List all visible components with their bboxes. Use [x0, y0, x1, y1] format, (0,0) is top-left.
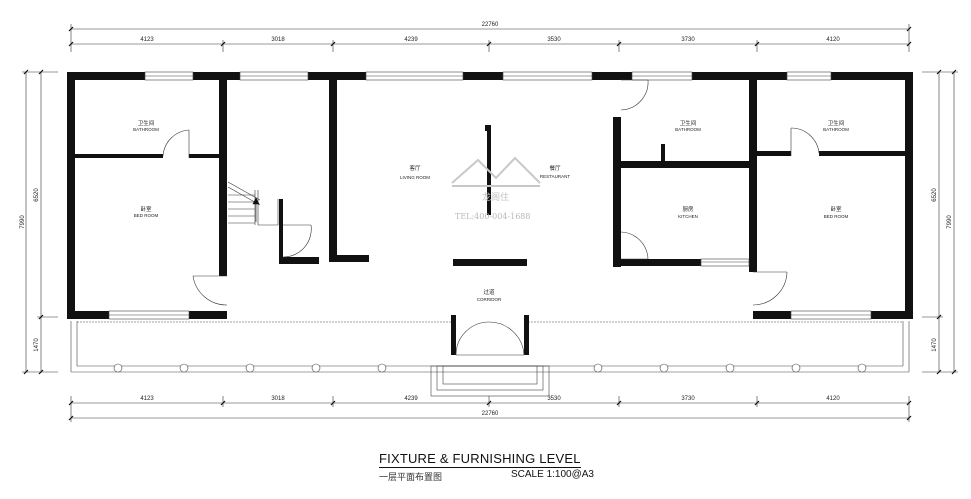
bottom-dimension-5: 3730 [681, 396, 695, 402]
top-dimension-6: 4120 [826, 37, 840, 43]
left-dimension-ticks [23, 69, 44, 375]
room-label-restaurant-en: RESTAURANT [540, 174, 570, 179]
bottom-dimension-ticks [68, 400, 912, 421]
room-label-bedroom-left: 卧室 [140, 205, 152, 213]
bottom-dimension-6: 4120 [826, 396, 840, 402]
interior-walls [75, 72, 905, 355]
right-dimension-lines [922, 71, 958, 373]
drawing-scale: SCALE 1:100@A3 [511, 469, 594, 480]
left-lower-dimension: 1470 [34, 338, 40, 352]
room-label-living-room: 客厅 [409, 164, 421, 172]
drawing-subtitle: 一层平面布置图 [379, 473, 443, 483]
room-label-bathroom-right: 卫生间 [828, 119, 845, 127]
doors [162, 79, 820, 356]
room-label-bedroom-left-en: BED ROOM [134, 213, 159, 218]
right-dimension-ticks [936, 69, 957, 375]
bottom-dimension-1: 4123 [140, 396, 154, 402]
room-label-bathroom-mid: 卫生间 [680, 119, 697, 127]
right-overall-dimension: 7990 [947, 215, 953, 229]
top-overall-dimension: 22760 [482, 22, 499, 28]
stair-arrow-icon [252, 197, 260, 222]
room-label-corridor: 过道 [483, 288, 495, 296]
room-label-restaurant: 餐厅 [549, 164, 561, 172]
bottom-dimension-lines [70, 396, 910, 422]
left-overall-dimension: 7990 [20, 215, 26, 229]
left-dimension-lines [22, 71, 58, 373]
left-upper-dimension: 6520 [34, 188, 40, 202]
bottom-dimension-2: 3018 [271, 396, 285, 402]
bottom-dimension-4: 3530 [547, 396, 561, 402]
top-dimension-ticks [68, 26, 912, 47]
watermark-house-icon [451, 156, 541, 187]
top-dimension-3: 4239 [404, 37, 418, 43]
room-label-bathroom-right-en: BATHROOM [823, 127, 849, 132]
top-dimension-lines [70, 24, 910, 52]
top-dimension-2: 3018 [271, 37, 285, 43]
room-label-bathroom-left-en: BATHROOM [133, 127, 159, 132]
porch-columns [113, 363, 867, 373]
watermark-brand: 龙阁住 [482, 193, 510, 203]
room-label-kitchen-en: KITCHEN [678, 214, 698, 219]
bottom-overall-dimension: 22760 [482, 411, 499, 417]
top-dimension-1: 4123 [140, 37, 154, 43]
drawing-title: FIXTURE & FURNISHING LEVEL [379, 451, 581, 468]
porch [70, 321, 910, 373]
room-label-bedroom-right: 卧室 [830, 205, 842, 213]
right-upper-dimension: 6520 [932, 188, 938, 202]
kitchen-window [700, 258, 750, 267]
right-lower-dimension: 1470 [932, 338, 938, 352]
top-dimension-4: 3530 [547, 37, 561, 43]
room-label-bathroom-mid-en: BATHROOM [675, 127, 701, 132]
watermark-phone: TEL:400-004-1688 [455, 212, 531, 221]
top-dimension-5: 3730 [681, 37, 695, 43]
bottom-dimension-3: 4239 [404, 396, 418, 402]
room-label-corridor-en: CORRIDOR [477, 297, 502, 302]
room-label-living-room-en: LIVING ROOM [400, 175, 430, 180]
room-label-kitchen: 厨房 [682, 205, 694, 213]
entrance-steps [430, 365, 550, 397]
room-label-bedroom-right-en: BED ROOM [824, 214, 849, 219]
room-label-bathroom-left: 卫生间 [138, 119, 155, 127]
windows [108, 71, 872, 320]
